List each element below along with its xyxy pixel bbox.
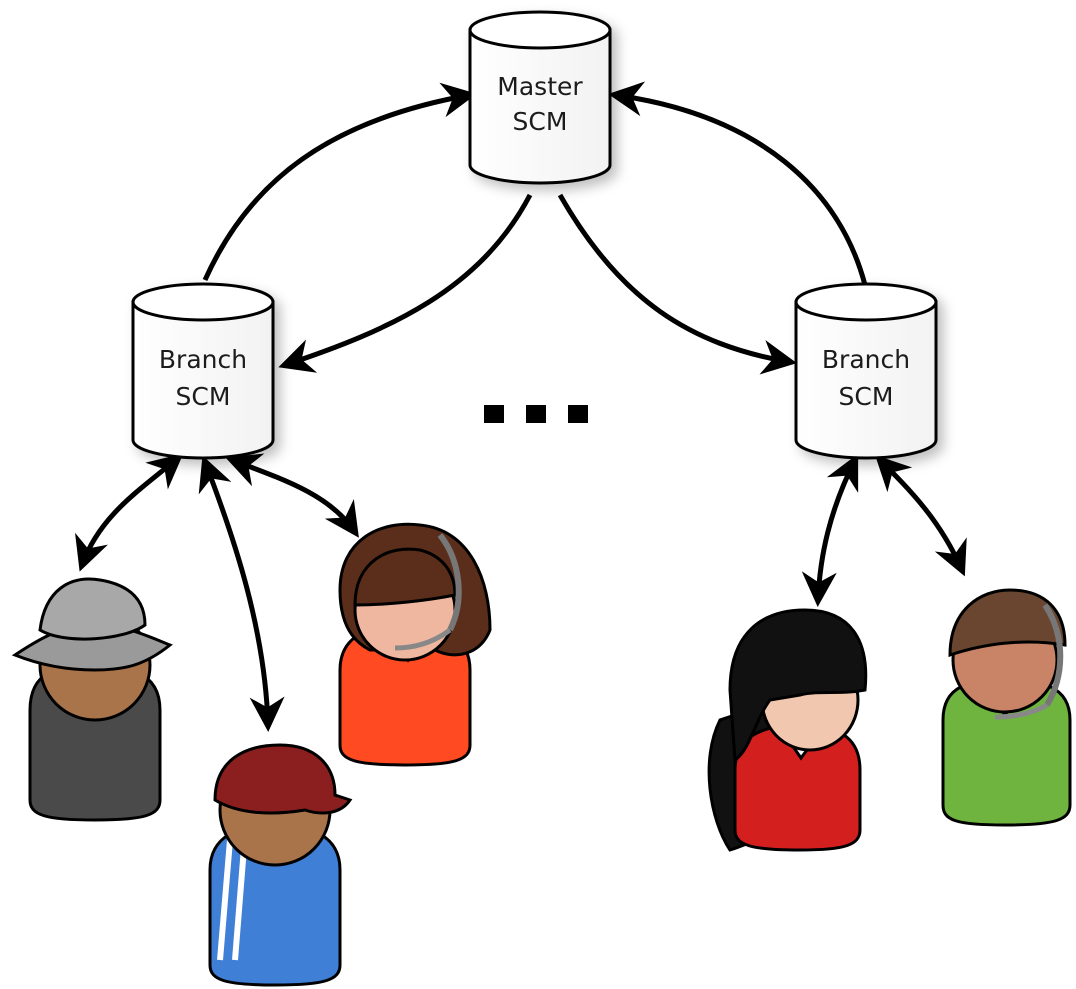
master-label-line1: Master — [497, 72, 583, 101]
ellipsis-more-branches — [484, 405, 588, 423]
person-headset-woman-orange — [338, 522, 492, 767]
arrow-branch-left-to-master — [202, 82, 477, 282]
person-gray-hat-man — [11, 577, 173, 822]
arrow-branch-left-red-cap — [198, 455, 285, 732]
person-black-hair-woman — [707, 608, 868, 852]
branch-right-scm-cylinder: Branch SCM — [794, 282, 938, 460]
person-headset-man-green — [941, 588, 1072, 827]
arrow-branch-left-headset-woman — [225, 453, 359, 538]
master-scm-cylinder: Master SCM — [468, 10, 612, 185]
arrow-branch-left-gray-hat — [75, 453, 184, 572]
branch-right-label-line2: SCM — [839, 382, 894, 411]
arrow-branch-right-headset-man — [875, 455, 967, 577]
branch-left-label-line2: SCM — [176, 382, 231, 411]
connectors — [75, 81, 967, 732]
arrow-branch-right-to-master — [608, 81, 868, 286]
arrow-branch-right-black-hair — [801, 453, 859, 607]
master-label-line2: SCM — [513, 107, 568, 136]
branch-left-label-line1: Branch — [159, 345, 247, 374]
person-red-cap-boy — [208, 743, 353, 987]
branch-right-label-line1: Branch — [822, 345, 910, 374]
arrow-master-to-branch-left — [278, 193, 533, 373]
arrow-master-to-branch-right — [557, 193, 797, 375]
branch-left-scm-cylinder: Branch SCM — [131, 282, 275, 460]
